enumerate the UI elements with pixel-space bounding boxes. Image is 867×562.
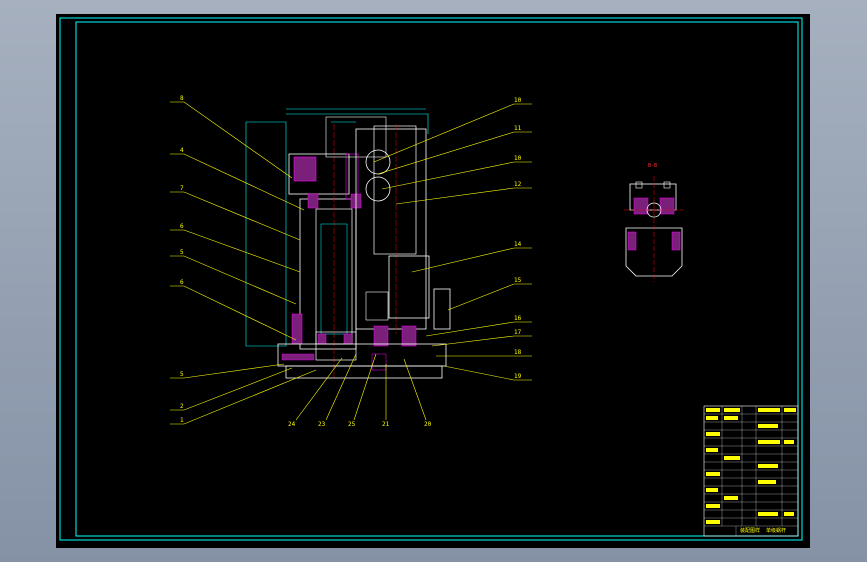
bottom-leaders	[295, 353, 427, 421]
right-leaders	[373, 103, 532, 381]
section-label: B-B	[648, 163, 657, 169]
callout-label: 25	[348, 421, 356, 428]
left-leaders	[170, 101, 317, 425]
callout-label: 7	[180, 185, 184, 192]
section-view: B-B	[624, 163, 684, 282]
callout-label: 20	[424, 421, 432, 428]
callout-label: 16	[514, 315, 522, 322]
callout-label: 5	[180, 249, 184, 256]
assembly-drawing: 8 4 7 6 5 6 5 2 1 10 11 10 12 14 15 16 1…	[59, 17, 803, 541]
title-block: 装配图样 单级蜗杆	[703, 405, 799, 537]
callout-label: 1	[180, 417, 184, 424]
callout-label: 19	[514, 373, 522, 380]
title-line-2: 单级蜗杆	[766, 527, 786, 534]
callout-label: 11	[514, 125, 522, 132]
callout-label: 6	[180, 279, 184, 286]
callout-label: 17	[514, 329, 522, 336]
title-line-1: 装配图样	[740, 527, 760, 534]
callout-label: 10	[514, 97, 522, 104]
callout-label: 12	[514, 181, 522, 188]
callout-label: 5	[180, 371, 184, 378]
callout-label: 24	[288, 421, 296, 428]
callout-label: 6	[180, 223, 184, 230]
callout-label: 8	[180, 95, 184, 102]
callout-label: 10	[514, 155, 522, 162]
left-callouts: 8 4 7 6 5 6 5 2 1	[180, 95, 184, 424]
callout-label: 18	[514, 349, 522, 356]
inner-border	[75, 21, 799, 537]
callout-label: 14	[514, 241, 522, 248]
bottom-callouts: 24 23 25 21 20	[288, 421, 432, 428]
drawing-sheet: 8 4 7 6 5 6 5 2 1 10 11 10 12 14 15 16 1…	[56, 14, 810, 548]
main-view	[245, 108, 451, 379]
callout-label: 2	[180, 403, 184, 410]
right-callouts: 10 11 10 12 14 15 16 17 18 19	[514, 97, 522, 380]
callout-label: 4	[180, 147, 184, 154]
callout-label: 21	[382, 421, 390, 428]
callout-label: 15	[514, 277, 522, 284]
outer-border	[59, 17, 803, 541]
callout-label: 23	[318, 421, 326, 428]
